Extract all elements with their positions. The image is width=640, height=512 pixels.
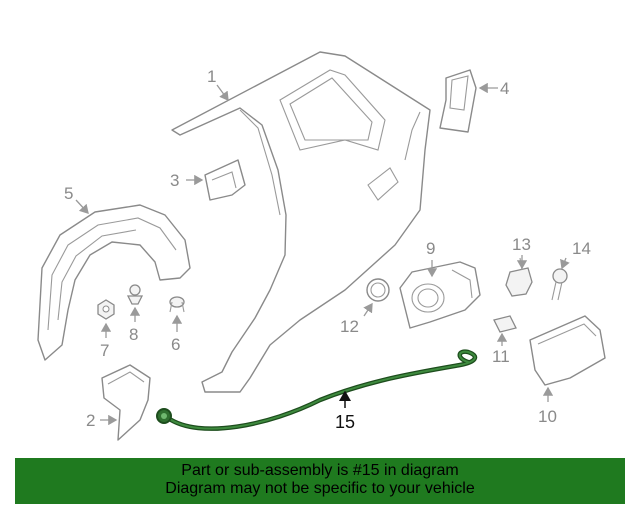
callout-1: 1 xyxy=(207,67,216,86)
callout-15: 15 xyxy=(335,412,355,432)
leader-lines xyxy=(75,82,570,426)
callout-10: 10 xyxy=(538,407,557,426)
screw-part-14 xyxy=(551,268,568,301)
bracket-part-4 xyxy=(439,69,477,133)
callout-7: 7 xyxy=(100,341,109,360)
fuel-filler-housing xyxy=(399,261,481,329)
callout-6: 6 xyxy=(171,335,180,354)
banner-line-2: Diagram may not be specific to your vehi… xyxy=(165,480,475,497)
cap-part-12 xyxy=(366,278,390,302)
callout-5: 5 xyxy=(64,184,73,203)
quarter-panel xyxy=(171,51,431,393)
fuel-door xyxy=(529,315,606,386)
release-cable xyxy=(156,349,478,431)
wheel-liner xyxy=(37,204,191,361)
bracket-part-3 xyxy=(204,159,246,201)
banner-line-1: Part or sub-assembly is #15 in diagram xyxy=(181,462,459,479)
callout-11: 11 xyxy=(492,347,510,366)
clip-part-8 xyxy=(126,284,144,305)
callout-3: 3 xyxy=(170,171,179,190)
callout-14: 14 xyxy=(572,239,591,258)
nut-part-7 xyxy=(97,299,115,320)
actuator-part-13 xyxy=(505,257,533,297)
callout-2: 2 xyxy=(86,411,95,430)
callout-9: 9 xyxy=(426,239,435,258)
callout-4: 4 xyxy=(500,79,509,98)
callout-8: 8 xyxy=(129,325,138,344)
info-banner: Part or sub-assembly is #15 in diagram D… xyxy=(15,458,625,504)
callout-13: 13 xyxy=(512,235,531,254)
clip-part-6 xyxy=(169,296,185,313)
bracket-part-2 xyxy=(101,364,151,441)
bumper-part-11 xyxy=(493,315,517,333)
callout-12: 12 xyxy=(340,317,359,336)
parts-diagram: 1 4 3 5 9 13 14 12 7 8 6 11 2 10 15 xyxy=(37,51,606,441)
